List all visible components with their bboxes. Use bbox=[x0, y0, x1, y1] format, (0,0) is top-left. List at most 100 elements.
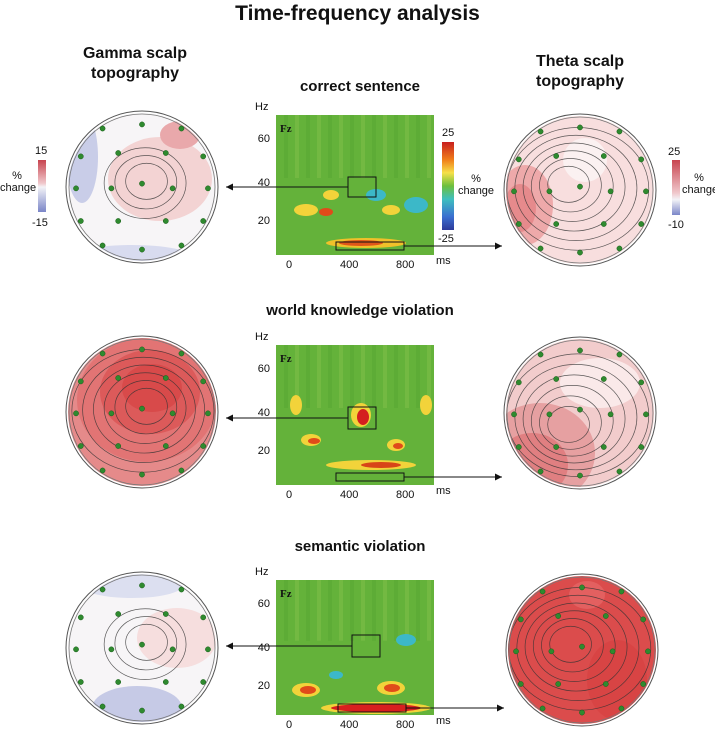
electrode-dot bbox=[616, 351, 623, 358]
electrode-dot bbox=[162, 375, 169, 381]
electrode-dot bbox=[108, 185, 115, 192]
topo-region bbox=[506, 433, 568, 487]
electrode-dot bbox=[178, 125, 185, 132]
spectral-stripe bbox=[295, 345, 299, 408]
electrode-dot bbox=[99, 467, 106, 474]
spectral-stripe bbox=[317, 115, 321, 178]
contour-line bbox=[549, 625, 592, 663]
electrode-dot bbox=[607, 411, 614, 418]
y-tick-label: 20 bbox=[257, 445, 270, 457]
electrode-dot bbox=[108, 646, 115, 653]
gamma-topography-map bbox=[65, 110, 219, 264]
electrode-dot bbox=[162, 150, 169, 156]
contour-line bbox=[125, 623, 168, 661]
electrode-dot bbox=[616, 468, 623, 475]
gamma-arrow-head bbox=[226, 183, 233, 191]
head-outline-inner bbox=[68, 338, 216, 486]
gamma-window-box bbox=[347, 406, 377, 430]
electrode-dot bbox=[602, 681, 609, 687]
electrode-dot bbox=[99, 125, 106, 132]
electrode-dot bbox=[517, 681, 524, 687]
head-outline bbox=[503, 113, 657, 267]
head-outline-inner bbox=[506, 116, 654, 264]
condition-title: world knowledge violation bbox=[266, 302, 454, 319]
spectral-blob bbox=[396, 634, 416, 646]
spectral-stripe bbox=[383, 580, 387, 641]
electrode-dot bbox=[99, 350, 106, 357]
electrode-dot bbox=[609, 648, 616, 655]
electrode-dot bbox=[77, 679, 84, 685]
spectral-stripe bbox=[339, 115, 343, 178]
electrode-dot bbox=[600, 376, 607, 382]
x-tick-label: 800 bbox=[396, 259, 415, 271]
electrode-dot bbox=[600, 444, 607, 450]
spectral-blob bbox=[393, 443, 403, 449]
head-outline bbox=[505, 573, 659, 727]
electrode-dot bbox=[616, 128, 623, 135]
electrode-dot bbox=[139, 471, 145, 478]
spectrogram-background bbox=[276, 115, 434, 255]
contour-line bbox=[103, 608, 187, 680]
contour-line bbox=[82, 356, 206, 464]
electrode-dot bbox=[139, 346, 145, 353]
electrode-dot bbox=[638, 444, 645, 450]
x-tick-label: 400 bbox=[340, 259, 359, 271]
gamma-colorbar-min: -15 bbox=[32, 217, 48, 229]
electrode-dot bbox=[139, 246, 145, 253]
electrode-dot bbox=[546, 411, 553, 418]
electrode-dot bbox=[139, 641, 145, 648]
spectral-stripe bbox=[372, 115, 376, 178]
contour-line bbox=[530, 150, 614, 222]
y-axis-unit: Hz bbox=[255, 101, 269, 113]
spectral-blob bbox=[331, 704, 421, 712]
gamma-window-box bbox=[347, 176, 377, 198]
electrode-dot bbox=[115, 443, 122, 449]
spectral-stripe bbox=[383, 345, 387, 408]
electrode-dot bbox=[638, 221, 645, 227]
electrode-dot bbox=[139, 121, 145, 128]
electrode-dot bbox=[200, 378, 207, 385]
topo-region bbox=[108, 137, 212, 221]
electrode-dot bbox=[555, 613, 562, 619]
y-axis-unit: Hz bbox=[255, 331, 269, 343]
y-tick-label: 20 bbox=[257, 680, 270, 692]
spectral-stripe bbox=[383, 115, 387, 178]
x-axis-unit: ms bbox=[436, 255, 451, 267]
topo-region bbox=[563, 138, 607, 182]
gamma-colorbar-max: 15 bbox=[35, 145, 48, 157]
electrode-dot bbox=[162, 679, 169, 685]
x-tick-label: 0 bbox=[286, 489, 293, 501]
spectral-stripe bbox=[416, 580, 420, 641]
electrode-dot bbox=[77, 378, 84, 385]
electrode-dot bbox=[200, 443, 207, 449]
electrode-label: Fz bbox=[280, 353, 292, 365]
y-tick-label: 60 bbox=[257, 598, 270, 610]
spectral-blob bbox=[308, 438, 320, 444]
spectral-stripe bbox=[339, 580, 343, 641]
spectral-stripe bbox=[306, 580, 310, 641]
electrode-dot bbox=[579, 643, 585, 650]
x-tick-label: 0 bbox=[286, 259, 293, 271]
electrode-dot bbox=[579, 584, 585, 591]
spectral-stripe bbox=[361, 345, 365, 408]
electrode-dot bbox=[169, 185, 176, 192]
electrode-dot bbox=[539, 588, 546, 595]
electrode-dot bbox=[607, 188, 614, 195]
electrode-dot bbox=[77, 443, 84, 449]
contour-line bbox=[125, 162, 168, 200]
electrode-dot bbox=[539, 705, 546, 712]
electrode-dot bbox=[178, 586, 185, 593]
electrode-dot bbox=[616, 245, 623, 252]
spectral-stripe bbox=[306, 345, 310, 408]
electrode-dot bbox=[200, 614, 207, 621]
contour-line bbox=[516, 594, 640, 702]
spectral-blob bbox=[339, 240, 383, 246]
contour-line bbox=[541, 618, 604, 673]
electrode-dot bbox=[577, 183, 583, 190]
head-outline bbox=[65, 110, 219, 264]
spectrogram-colorbar-min: -25 bbox=[438, 233, 454, 245]
contour-line bbox=[514, 364, 638, 471]
electrode-dot bbox=[205, 410, 211, 417]
spectral-blob bbox=[420, 395, 432, 415]
spectral-stripe bbox=[295, 580, 299, 641]
